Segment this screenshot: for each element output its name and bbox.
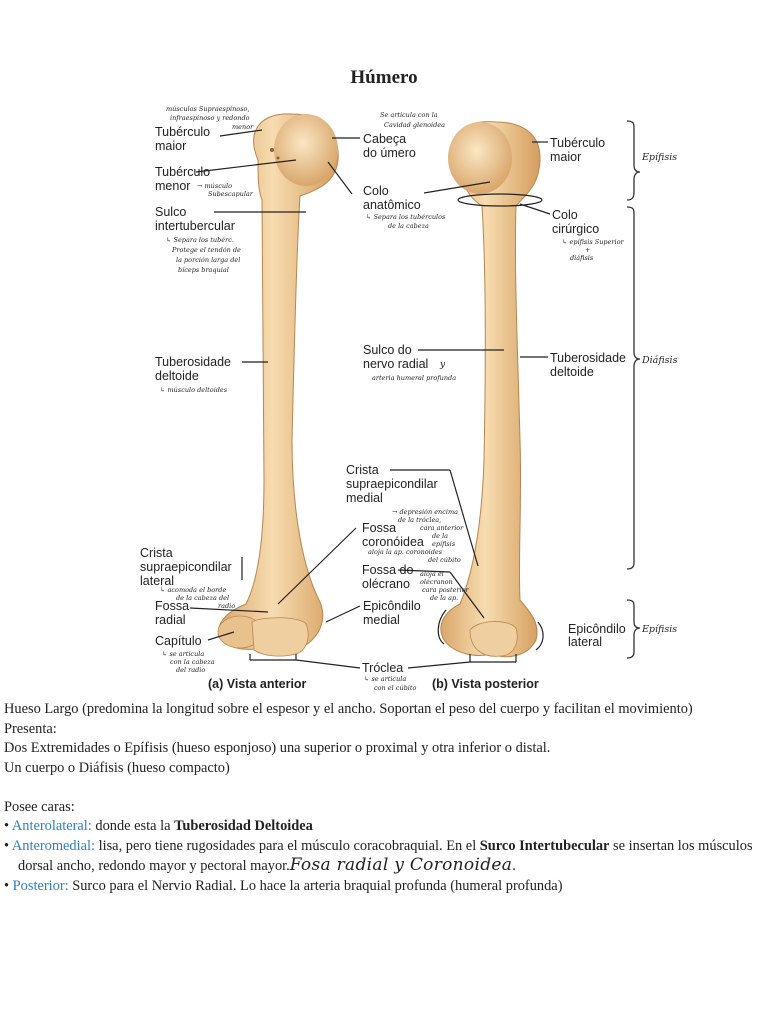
spacer	[4, 778, 754, 798]
page-title: Húmero	[350, 67, 418, 88]
bracket-epifisis-top	[626, 120, 641, 201]
bullet-text: donde esta la	[91, 818, 175, 834]
note-epifisis-superior: ↳ epífisis Superior+diáfisis	[562, 238, 624, 262]
term-posterior: Posterior:	[12, 877, 69, 894]
paragraph-diafisis: Un cuerpo o Diáfisis (hueso compacto)	[4, 759, 230, 776]
bullet-anteromedial: • Anteromedial: lisa, pero tiene rugosid…	[4, 837, 753, 875]
handwritten-fosa-radial: Fosa radial y Coronoidea	[289, 855, 513, 875]
note-arteria-humeral: arteria humeral profunda	[372, 374, 456, 382]
note-musculos: músculos Supraespinoso,infraespinoso y r…	[166, 105, 254, 131]
bullet-text-after: se insertan los músculos dorsal ancho, r…	[18, 837, 753, 875]
label-capitulo: Capítulo	[155, 634, 202, 648]
caption-anterior-view: (a) Vista anterior	[208, 677, 307, 691]
bullet-marker: •	[4, 877, 10, 894]
bullet-posterior: • Posterior: Surco para el Nervio Radial…	[4, 877, 754, 897]
paragraph-hueso-largo: Hueso Largo (predomina la longitud sobre…	[4, 701, 693, 717]
bullet-text: Surco para el Nervio Radial. Lo hace la …	[68, 877, 563, 894]
note-deltoides: ↳ músculo deltoides	[160, 386, 228, 394]
paragraph-presenta: Presenta:	[4, 720, 57, 737]
bullet-text: lisa, pero tiene rugosidades para el mús…	[94, 837, 480, 854]
paragraph-extremidades: Dos Extremidades o Epífisis (hueso espon…	[4, 740, 551, 756]
bold-surco-intertubecular: Surco Intertubecular	[479, 837, 610, 854]
note-separa-tuberculos: ↳ Separa los tubérc.Protege el tendón de…	[166, 236, 241, 274]
bracket-label-diafisis: Diáfisis	[641, 355, 678, 366]
note-nervio-y: y	[439, 360, 446, 370]
bracket-diafisis	[626, 206, 641, 570]
term-anterolateral: Anterolateral:	[11, 818, 92, 834]
bullet-marker: •	[4, 818, 10, 834]
humerus-posterior-view	[440, 121, 541, 658]
caption-posterior-view: (b) Vista posterior	[432, 677, 539, 691]
bullet-anterolateral: • Anterolateral: donde esta la Tuberosid…	[4, 817, 754, 837]
leader-lines	[189, 129, 551, 669]
paragraph-posee-caras: Posee caras:	[4, 798, 75, 815]
bracket-label-epifisis-top: Epífisis	[641, 152, 677, 163]
bracket-label-epifisis-bottom: Epífisis	[641, 624, 677, 635]
bracket-epifisis-bottom	[626, 599, 641, 659]
bullet-marker: •	[4, 837, 10, 854]
bold-tuberosidad-deltoidea: Tuberosidad Deltoidea	[174, 818, 313, 834]
term-anteromedial: Anteromedial:	[11, 837, 95, 854]
humerus-anterior-view	[217, 113, 339, 657]
label-troclea: Tróclea	[362, 661, 403, 675]
body-text: Hueso Largo (predomina la longitud sobre…	[4, 700, 754, 896]
